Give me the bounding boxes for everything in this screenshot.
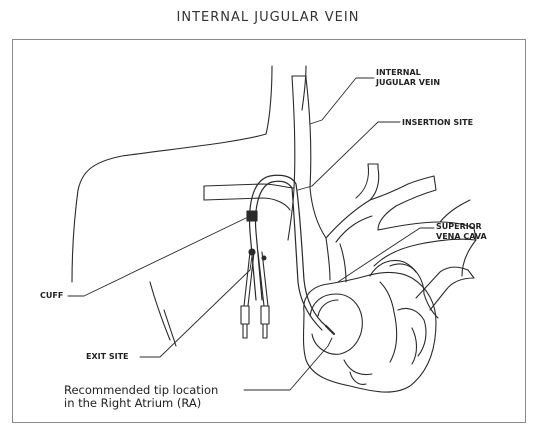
label-cuff: CUFF <box>40 291 63 301</box>
leader-tip-location <box>244 338 332 390</box>
heart <box>304 261 475 393</box>
leader-cuff <box>68 218 246 296</box>
label-tip-location-line2: in the Right Atrium (RA) <box>64 397 218 410</box>
leader-exit-site <box>140 256 252 357</box>
label-exit-site: EXIT SITE <box>86 352 129 362</box>
label-internal-jugular-vein-line2: JUGULAR VEIN <box>376 78 440 88</box>
label-internal-jugular-vein: INTERNAL JUGULAR VEIN <box>376 68 440 88</box>
leader-lines <box>68 78 434 390</box>
label-tip-location: Recommended tip location in the Right At… <box>64 384 218 410</box>
label-superior-vena-cava-line1: SUPERIOR <box>436 222 487 232</box>
label-superior-vena-cava-line2: VENA CAVA <box>436 232 487 242</box>
label-insertion-site: INSERTION SITE <box>402 118 473 128</box>
leader-insertion-site <box>298 122 400 190</box>
label-internal-jugular-vein-line1: INTERNAL <box>376 68 440 78</box>
body-outline <box>72 66 306 346</box>
superior-vena-cava <box>326 238 346 282</box>
leader-superior-vena-cava <box>338 228 434 282</box>
brachiocephalic-branches <box>310 164 476 276</box>
cuff <box>247 211 257 221</box>
label-superior-vena-cava: SUPERIOR VENA CAVA <box>436 222 487 242</box>
leader-internal-jugular-vein <box>310 78 374 124</box>
subclavian-vein <box>204 184 294 210</box>
